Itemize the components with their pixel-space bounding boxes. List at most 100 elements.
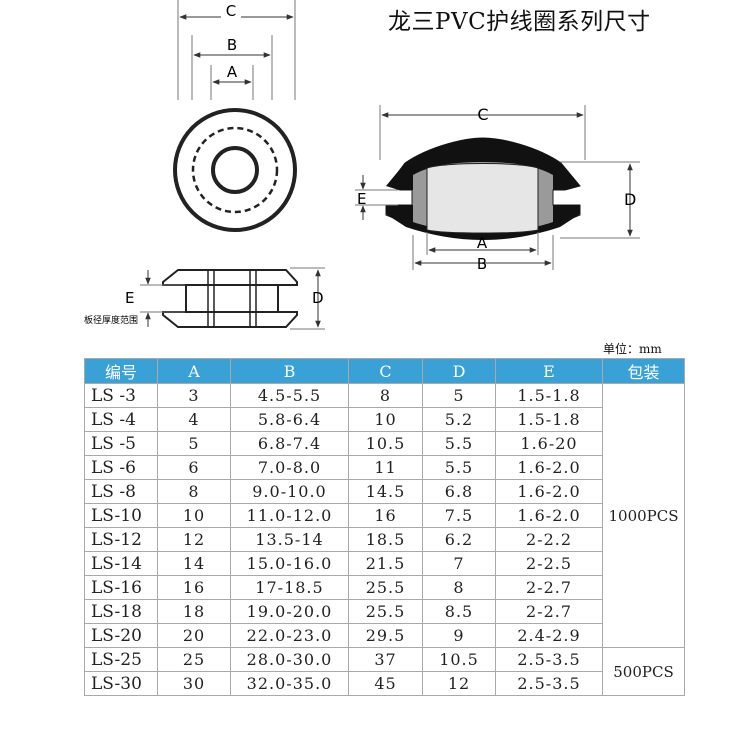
panel-thickness-note: 板径厚度范围 (84, 314, 138, 326)
cell-e: 1.6-2.0 (495, 455, 603, 480)
cell-model: LS-16 (84, 575, 158, 600)
cell-a: 10 (157, 503, 231, 528)
cell-d: 8 (422, 575, 496, 600)
cell-a: 20 (157, 623, 231, 648)
top-label-b: B (227, 36, 237, 54)
cell-e: 2.4-2.9 (495, 623, 603, 648)
side-neck (185, 284, 279, 313)
cell-e: 1.5-1.8 (495, 407, 603, 432)
cell-c: 10 (348, 407, 423, 432)
cell-e: 2.5-3.5 (495, 647, 603, 672)
cell-model: LS-18 (84, 599, 158, 624)
cell-b: 4.5-5.5 (230, 383, 349, 408)
cell-c: 11 (348, 455, 423, 480)
cell-d: 5 (422, 383, 496, 408)
cell-d: 6.2 (422, 527, 496, 552)
cell-e: 1.6-2.0 (495, 503, 603, 528)
header-c: C (348, 358, 423, 384)
cell-d: 5.2 (422, 407, 496, 432)
page-title: 龙三PVC护线圈系列尺寸 (388, 9, 651, 35)
cell-c: 16 (348, 503, 423, 528)
side-bottom-flange (162, 311, 298, 328)
side-label-e: E (125, 289, 134, 307)
cell-b: 5.8-6.4 (230, 407, 349, 432)
cell-c: 29.5 (348, 623, 423, 648)
cell-c: 37 (348, 647, 423, 672)
section-label-a: A (477, 234, 488, 252)
section-label-d: D (624, 190, 636, 209)
header-b: B (230, 358, 349, 384)
cell-a: 25 (157, 647, 231, 672)
top-view: C B A (173, 0, 297, 232)
cell-b: 7.0-8.0 (230, 455, 349, 480)
grommet-section-edge (386, 138, 580, 190)
side-label-d: D (312, 289, 324, 307)
cell-d: 5.5 (422, 455, 496, 480)
cell-b: 17-18.5 (230, 575, 349, 600)
header-d: D (422, 358, 496, 384)
side-top-flange (162, 269, 298, 286)
section-label-e: E (357, 190, 366, 208)
header-packaging: 包装 (602, 358, 685, 384)
grommet-groove-ring (191, 126, 279, 214)
cell-b: 22.0-23.0 (230, 623, 349, 648)
cell-c: 18.5 (348, 527, 423, 552)
top-label-a: A (227, 63, 238, 81)
cell-a: 18 (157, 599, 231, 624)
cell-d: 9 (422, 623, 496, 648)
section-label-c: C (477, 105, 488, 124)
cell-a: 16 (157, 575, 231, 600)
cell-model: LS-25 (84, 647, 158, 672)
cell-c: 8 (348, 383, 423, 408)
cell-b: 19.0-20.0 (230, 599, 349, 624)
cell-c: 10.5 (348, 431, 423, 456)
top-label-c: C (226, 2, 236, 20)
cell-packaging: 1000PCS (602, 383, 685, 648)
side-view: E D 板径厚度范围 (84, 267, 325, 330)
unit-label: 单位：mm (603, 342, 662, 356)
cell-model: LS-12 (84, 527, 158, 552)
dimension-drawing: C B A C E D A B (84, 0, 640, 330)
cell-c: 25.5 (348, 575, 423, 600)
cell-b: 32.0-35.0 (230, 671, 349, 696)
cell-b: 9.0-10.0 (230, 479, 349, 504)
cell-a: 14 (157, 551, 231, 576)
cell-d: 6.8 (422, 479, 496, 504)
cell-e: 2-2.2 (495, 527, 603, 552)
section-label-b: B (477, 255, 487, 273)
cell-packaging: 500PCS (602, 647, 685, 696)
cell-model: LS -6 (84, 455, 158, 480)
cell-a: 8 (157, 479, 231, 504)
cell-d: 12 (422, 671, 496, 696)
cell-a: 12 (157, 527, 231, 552)
cell-d: 10.5 (422, 647, 496, 672)
grommet-section-core (426, 163, 539, 234)
cell-a: 3 (157, 383, 231, 408)
cell-model: LS -5 (84, 431, 158, 456)
cell-b: 6.8-7.4 (230, 431, 349, 456)
cell-d: 7.5 (422, 503, 496, 528)
header-a: A (157, 358, 231, 384)
cell-c: 45 (348, 671, 423, 696)
cell-c: 21.5 (348, 551, 423, 576)
cell-e: 2-2.7 (495, 575, 603, 600)
cell-model: LS-14 (84, 551, 158, 576)
cell-e: 1.5-1.8 (495, 383, 603, 408)
cell-c: 25.5 (348, 599, 423, 624)
cell-b: 11.0-12.0 (230, 503, 349, 528)
header-e: E (495, 358, 603, 384)
grommet-inner-hole (211, 146, 259, 194)
cell-model: LS -8 (84, 479, 158, 504)
